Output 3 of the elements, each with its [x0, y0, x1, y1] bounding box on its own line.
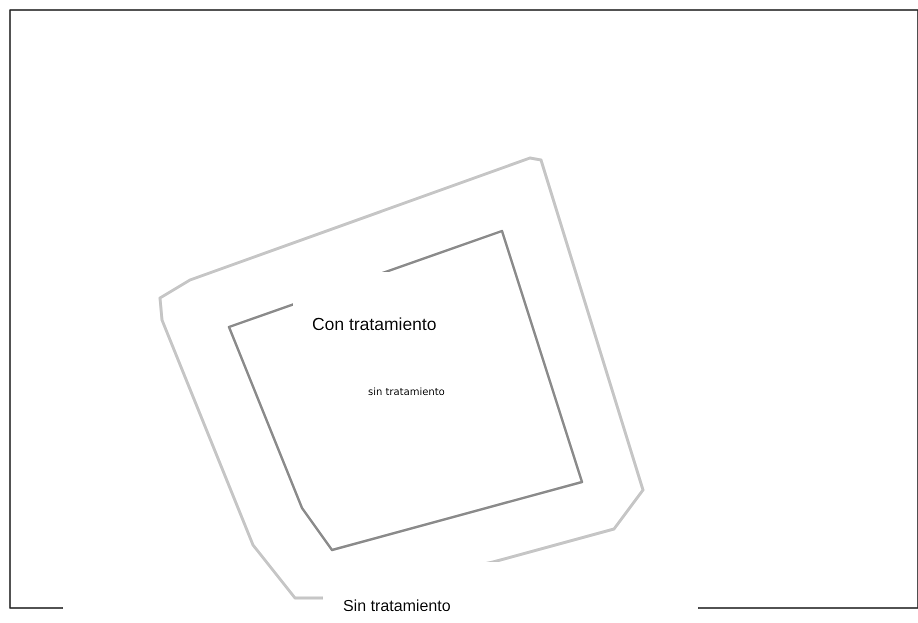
- inner-label: sin tratamiento: [368, 387, 445, 398]
- region-label: Sin tratamiento: [343, 598, 451, 616]
- region-label: Con tratamiento: [312, 314, 437, 334]
